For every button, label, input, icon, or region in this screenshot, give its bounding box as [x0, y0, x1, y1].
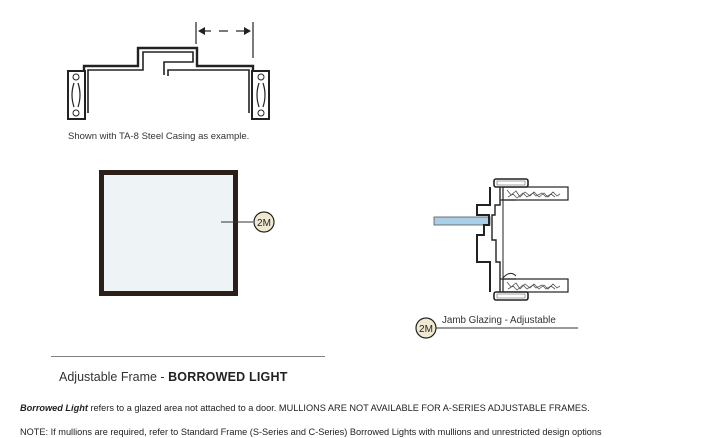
section-badge: 2M — [415, 317, 578, 339]
right-casing — [251, 70, 270, 120]
casing-profile-diagram — [82, 46, 255, 113]
title-divider — [51, 356, 325, 357]
casing-caption: Shown with TA-8 Steel Casing as example. — [68, 131, 250, 142]
jamb-glazing-label: Jamb Glazing - Adjustable — [442, 315, 556, 326]
jamb-section — [433, 178, 569, 301]
frame-title-prefix: Adjustable Frame - — [59, 370, 169, 384]
description-term: Borrowed Light — [20, 403, 88, 413]
section-badge-text: 2M — [419, 324, 433, 335]
frame-title: Adjustable Frame - BORROWED LIGHT — [59, 370, 288, 384]
frame-title-emphasis: BORROWED LIGHT — [168, 370, 288, 384]
description-line-2: NOTE: If mullions are required, refer to… — [20, 427, 602, 437]
borrowed-light-elevation — [99, 170, 253, 296]
elevation-badge: 2M — [253, 211, 275, 233]
description-line-1: Borrowed Light refers to a glazed area n… — [20, 403, 590, 413]
left-casing — [67, 70, 86, 120]
glass-section — [433, 216, 491, 226]
elevation-badge-text: 2M — [257, 218, 271, 229]
adjustment-arrow — [195, 22, 254, 58]
description-line-1-text: refers to a glazed area not attached to … — [87, 403, 590, 413]
